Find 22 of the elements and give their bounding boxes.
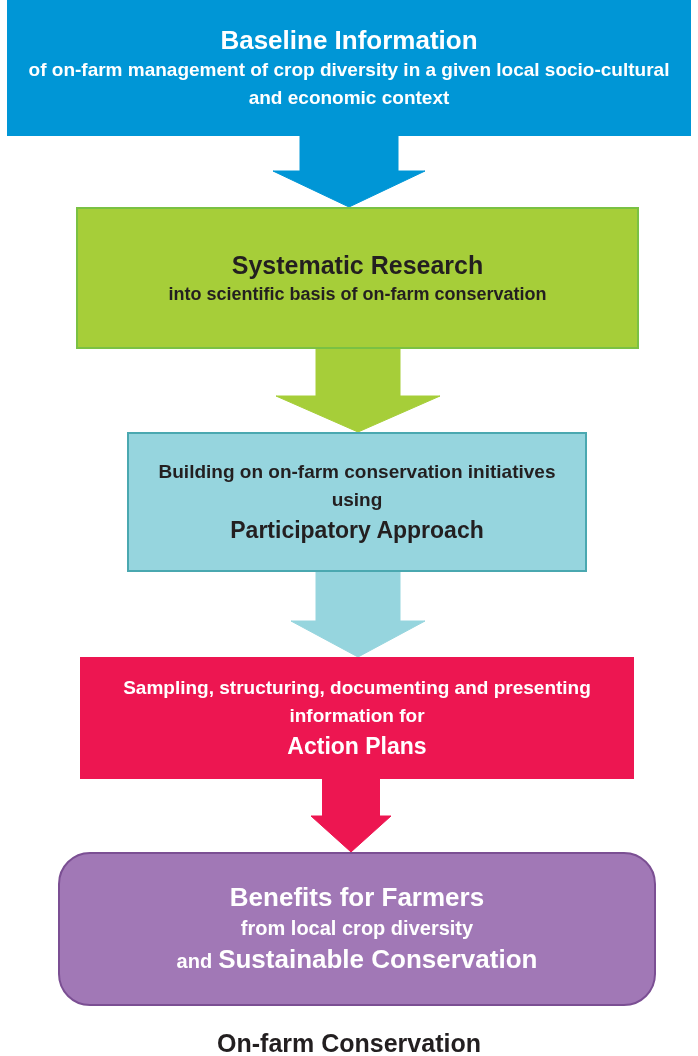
process-box [58, 852, 656, 1006]
caption: On-farm Conservation [217, 1028, 481, 1056]
process-box [76, 207, 639, 349]
box-text: of on-farm management of crop diversity in a given local socio-cultural and economic context [27, 58, 671, 110]
process-box [127, 432, 587, 572]
box-title: Benefits for Farmers [229, 881, 485, 914]
box-text: into scientific basis of on-farm conservation [168, 283, 547, 306]
block-arrow [272, 134, 426, 208]
box-text: Sustainable Conservation [218, 943, 538, 976]
block-arrow [275, 347, 441, 433]
box-title: Building on on-farm conservation initiatives using [157, 460, 557, 512]
box-text: Participatory Approach [230, 516, 484, 545]
block-arrow [290, 570, 426, 658]
box-text: and [176, 949, 213, 974]
process-box [80, 657, 634, 779]
box-title: Baseline Information [220, 24, 478, 56]
box-title: Systematic Research [231, 250, 484, 281]
box-title: Sampling, structuring, documenting and presenting information for [122, 676, 592, 728]
block-arrow [310, 777, 392, 853]
box-text: from local crop diversity [240, 916, 474, 941]
box-text: Action Plans [287, 732, 427, 761]
process-box [7, 0, 691, 136]
